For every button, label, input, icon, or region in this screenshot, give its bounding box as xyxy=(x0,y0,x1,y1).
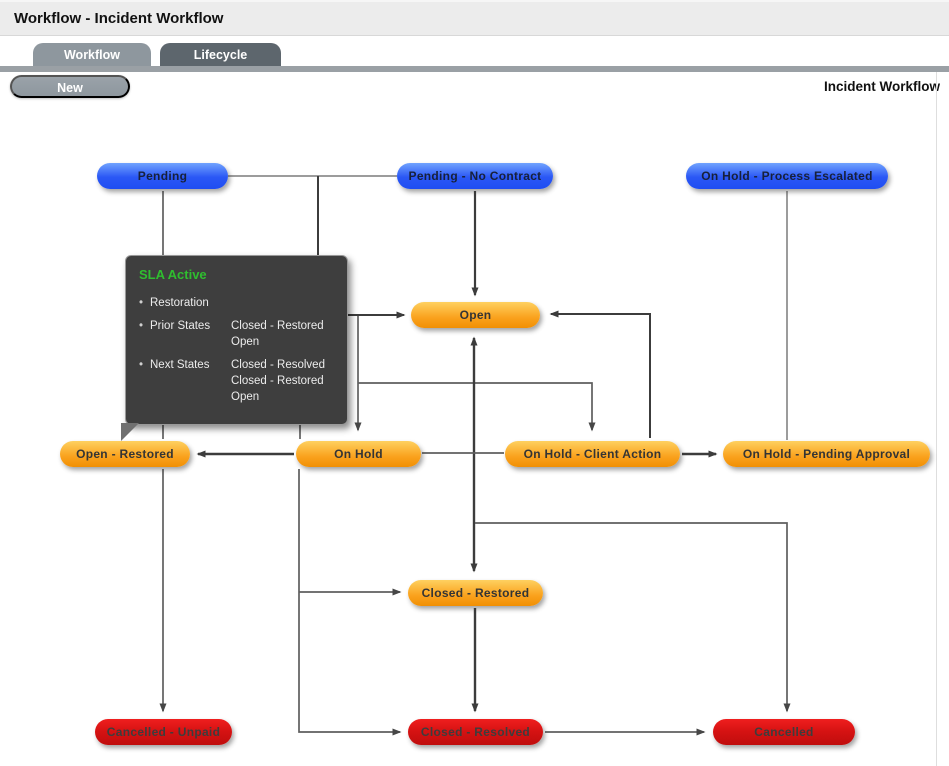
sla-tooltip-title: SLA Active xyxy=(139,267,207,282)
right-border-rule xyxy=(936,72,937,766)
sla-tooltip-item-label: Restoration xyxy=(150,297,209,309)
workflow-node-cancelled[interactable]: Cancelled xyxy=(713,719,855,745)
sla-tooltip-value: Open xyxy=(231,391,260,403)
sla-tooltip-value: Closed - Restored xyxy=(231,375,324,387)
tab-lifecycle[interactable]: Lifecycle xyxy=(160,43,281,67)
connector-client-action-to-open xyxy=(549,310,651,438)
tab-divider-bar xyxy=(0,66,949,72)
sla-tooltip-item: • Restoration xyxy=(139,295,337,311)
connector-branch-to-client-action xyxy=(358,382,596,432)
workflow-node-pending[interactable]: Pending xyxy=(97,163,228,189)
page-title: Workflow - Incident Workflow xyxy=(14,10,224,27)
workflow-node-on-hold-pending-approval[interactable]: On Hold - Pending Approval xyxy=(723,441,930,467)
new-button[interactable]: New xyxy=(10,75,130,98)
connector-on-hold-to-closed-resolved xyxy=(298,469,402,736)
sla-tooltip-value: Open xyxy=(231,336,260,348)
connector-branch-to-cancelled xyxy=(475,522,791,713)
bullet-icon: • xyxy=(139,359,144,371)
workflow-node-on-hold-process-escalated[interactable]: On Hold - Process Escalated xyxy=(686,163,888,189)
sla-tooltip-value: Closed - Resolved xyxy=(231,359,325,371)
workflow-node-cancelled-unpaid[interactable]: Cancelled - Unpaid xyxy=(95,719,232,745)
workflow-node-on-hold[interactable]: On Hold xyxy=(296,441,421,467)
context-title: Incident Workflow xyxy=(823,79,940,94)
workflow-node-closed-restored[interactable]: Closed - Restored xyxy=(408,580,543,606)
workflow-node-closed-resolved[interactable]: Closed - Resolved xyxy=(408,719,543,745)
workflow-node-on-hold-client-action[interactable]: On Hold - Client Action xyxy=(505,441,680,467)
sla-tooltip-item-label: Next States xyxy=(150,359,210,371)
tab-workflow[interactable]: Workflow xyxy=(33,43,151,67)
workflow-node-open-restored[interactable]: Open - Restored xyxy=(60,441,190,467)
sla-tooltip-value: Closed - Restored xyxy=(231,320,324,332)
workflow-node-pending-no-contract[interactable]: Pending - No Contract xyxy=(397,163,553,189)
workflow-node-open[interactable]: Open xyxy=(411,302,540,328)
page-header: Workflow - Incident Workflow xyxy=(0,0,949,36)
bullet-icon: • xyxy=(139,297,144,309)
sla-tooltip-item-label: Prior States xyxy=(150,320,211,332)
bullet-icon: • xyxy=(139,320,144,332)
